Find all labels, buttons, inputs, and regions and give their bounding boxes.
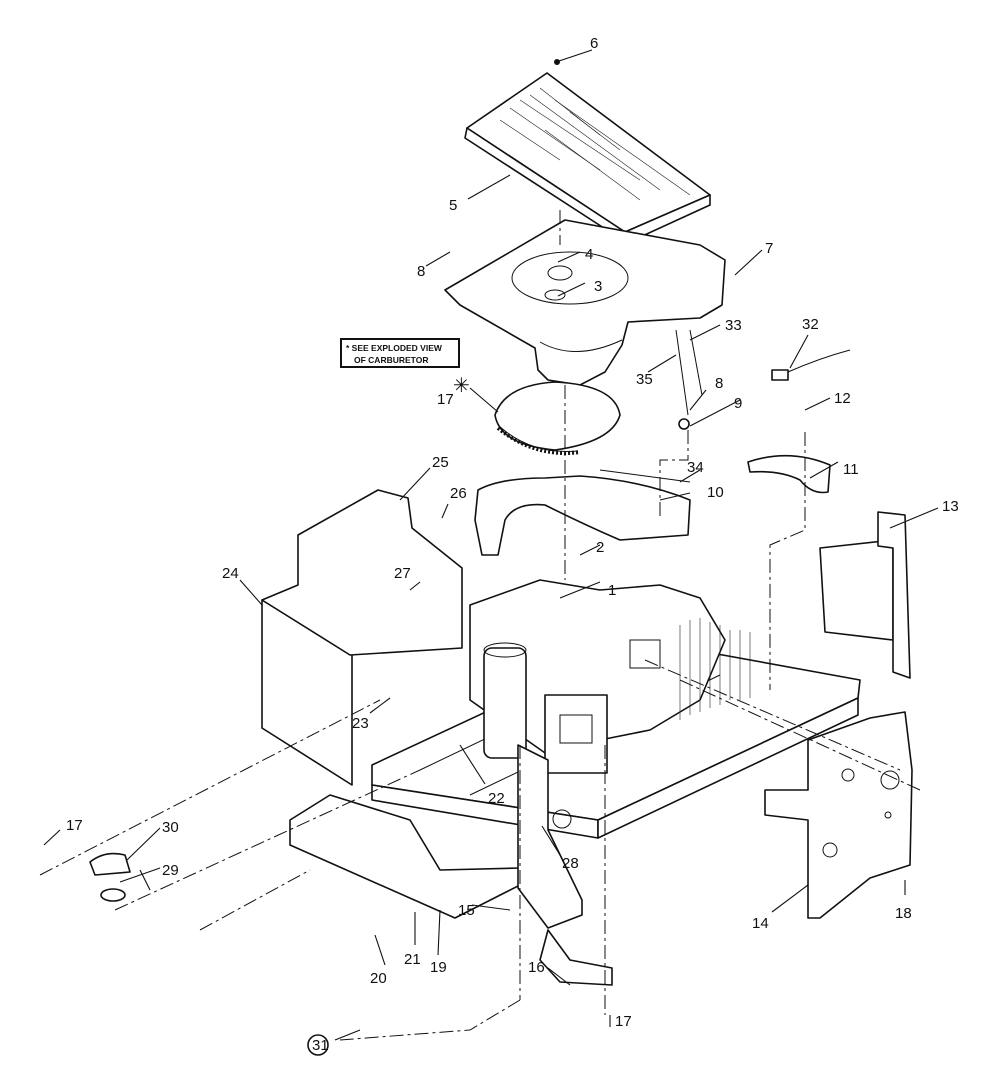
callout-11: 11 <box>843 461 859 478</box>
callout-4: 4 <box>585 246 593 263</box>
callout-29: 29 <box>162 862 179 879</box>
callout-1: 1 <box>608 582 616 599</box>
callout-22: 22 <box>488 790 505 807</box>
callout-30: 30 <box>162 819 179 836</box>
small-parts <box>89 329 851 1056</box>
callout-17-bottom: 17 <box>615 1013 632 1030</box>
assembly-lines <box>39 210 921 1041</box>
carburetor-note: * SEE EXPLODED VIEW OF CARBURETOR <box>340 338 460 368</box>
asterisk-marker: ✳ <box>453 375 470 397</box>
callout-7: 7 <box>765 240 773 257</box>
callout-2: 2 <box>596 539 604 556</box>
note-line-1: * SEE EXPLODED VIEW <box>346 343 442 353</box>
callout-28: 28 <box>562 855 579 872</box>
callout-25: 25 <box>432 454 449 471</box>
engine-shroud <box>474 469 691 556</box>
callout-13: 13 <box>942 498 959 515</box>
blower-housing <box>444 219 726 386</box>
callout-17-top: 17 <box>437 391 454 408</box>
engine-block <box>469 579 751 774</box>
callout-33: 33 <box>725 317 742 334</box>
callout-35: 35 <box>636 371 653 388</box>
callout-10: 10 <box>707 484 724 501</box>
callout-21: 21 <box>404 951 421 968</box>
callout-18: 18 <box>895 905 912 922</box>
callout-26: 26 <box>450 485 467 502</box>
top-panel <box>464 72 711 244</box>
callout-12: 12 <box>834 390 851 407</box>
callout-27: 27 <box>394 565 411 582</box>
callout-8-right: 8 <box>715 375 723 392</box>
callout-15: 15 <box>458 902 475 919</box>
callout-5: 5 <box>449 197 457 214</box>
callout-24: 24 <box>222 565 239 582</box>
leader-lines <box>43 174 939 1041</box>
callout-16: 16 <box>528 959 545 976</box>
callout-19: 19 <box>430 959 447 976</box>
callout-31: 31 <box>312 1037 329 1054</box>
callout-9: 9 <box>734 395 742 412</box>
callout-6: 6 <box>590 35 598 52</box>
callout-32: 32 <box>802 316 819 333</box>
side-panel-left <box>261 489 463 786</box>
callout-14: 14 <box>752 915 769 932</box>
callout-23: 23 <box>352 715 369 732</box>
callout-8-left: 8 <box>417 263 425 280</box>
callout-labels: 1 2 3 4 5 6 7 8 8 9 10 11 12 13 14 15 16… <box>66 35 959 1054</box>
screw-6 <box>554 49 593 65</box>
callout-20: 20 <box>370 970 387 987</box>
callout-17-left: 17 <box>66 817 83 834</box>
lower-shroud <box>289 744 613 986</box>
note-line-2: OF CARBURETOR <box>354 355 429 365</box>
callout-34: 34 <box>687 459 704 476</box>
side-panel-right <box>764 511 913 919</box>
flywheel-screen <box>494 381 621 455</box>
callout-3: 3 <box>594 278 602 295</box>
